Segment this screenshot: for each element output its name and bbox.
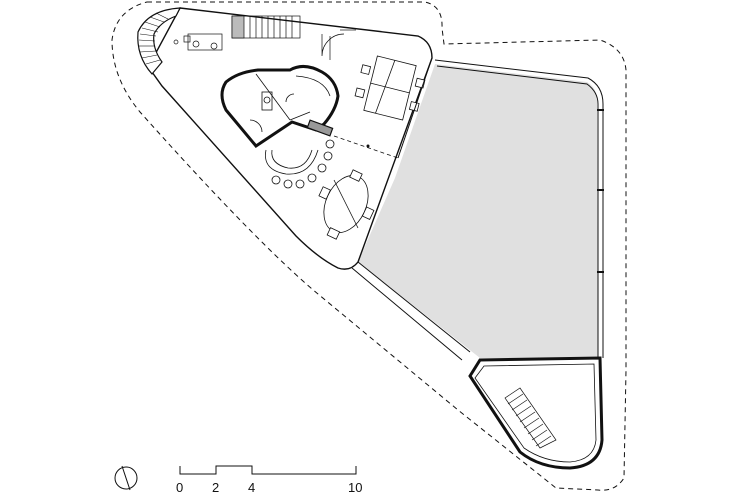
central-core-interior <box>249 73 311 133</box>
scale-bar <box>179 465 357 475</box>
curved-stair-west <box>137 7 182 75</box>
axis-marker <box>366 144 370 148</box>
north-stair <box>231 15 301 39</box>
meeting-table-rect <box>354 55 426 121</box>
scale-label-0: 0 <box>176 480 183 493</box>
south-stair <box>504 387 557 449</box>
north-arrow-icon <box>114 465 138 491</box>
scale-label-4: 4 <box>248 480 255 493</box>
bar-stools <box>271 139 335 189</box>
dashed-axis-line <box>333 135 399 159</box>
reception-desk <box>173 33 223 51</box>
facade-mullions <box>597 109 604 273</box>
scale-label-10: 10 <box>348 480 362 493</box>
east-facade <box>434 59 604 358</box>
curved-stair-treads <box>138 12 169 65</box>
site-boundary-dashed <box>111 1 627 491</box>
oval-meeting-table <box>318 169 375 240</box>
south-core-wall <box>468 356 604 470</box>
shaded-terrace-area <box>358 64 598 358</box>
south-facade <box>351 261 471 361</box>
interior-partition <box>397 57 433 159</box>
scale-label-2: 2 <box>212 480 219 493</box>
south-core-inner <box>474 363 597 463</box>
entrance-doors <box>321 29 356 60</box>
hatched-wall-segment <box>306 119 334 137</box>
curved-bench <box>265 65 339 175</box>
